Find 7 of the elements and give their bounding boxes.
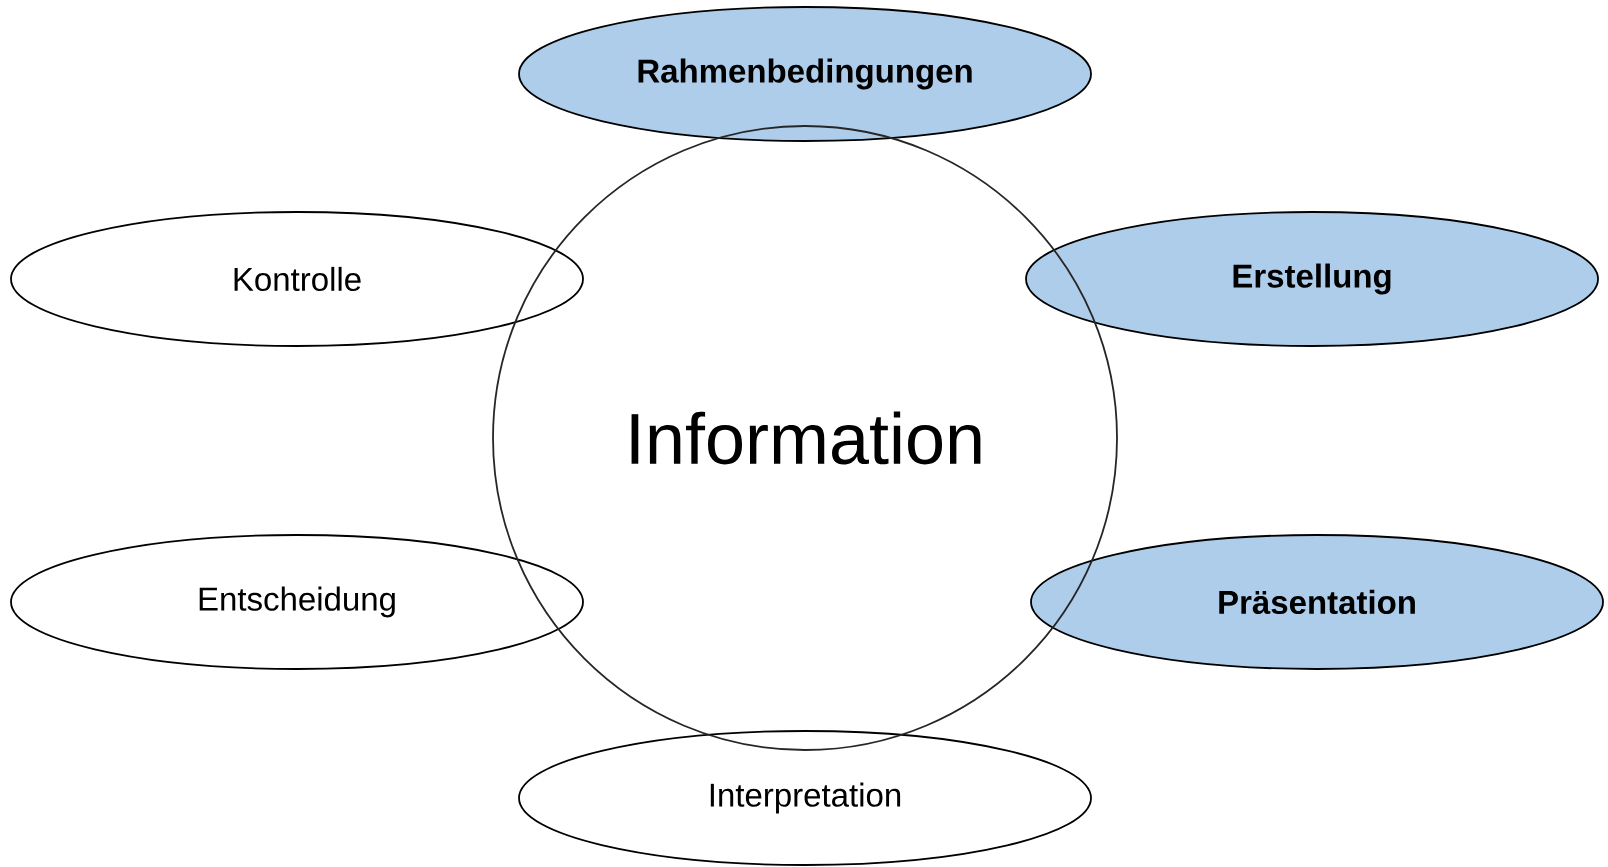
- ellipse-node: Interpretation: [518, 730, 1092, 866]
- ellipse-node: Rahmenbedingungen: [518, 6, 1092, 142]
- ellipse-node: Entscheidung: [10, 534, 584, 670]
- ellipse-node: Erstellung: [1025, 211, 1599, 347]
- ellipse-node: Präsentation: [1030, 534, 1604, 670]
- ellipse-node: Kontrolle: [10, 211, 584, 347]
- circle-node: Information: [492, 125, 1118, 751]
